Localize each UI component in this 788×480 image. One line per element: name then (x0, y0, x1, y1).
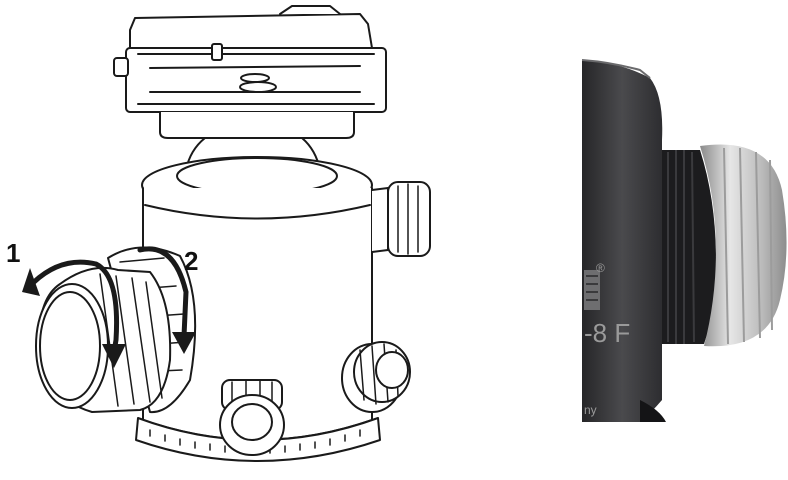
side-knob-lower (341, 341, 411, 413)
photo-mark-1: ® (596, 261, 605, 275)
curved-arrow-icon (31, 259, 120, 355)
product-photo: ® -8 F ny (582, 58, 788, 422)
front-knob (219, 379, 285, 456)
photo-mark-3: ny (584, 403, 597, 417)
curved-arrow-icon (137, 246, 189, 339)
main-lock-knob (35, 246, 197, 414)
step-1-label: 1 (6, 238, 20, 268)
rotation-arrow-1 (22, 259, 126, 368)
quick-release-plate (113, 5, 387, 139)
side-knob-upper (371, 181, 431, 257)
photo-mark-2: -8 F (584, 318, 630, 348)
line-drawing (35, 5, 431, 462)
rotation-arrow-2 (137, 246, 196, 354)
step-2-label: 2 (184, 246, 198, 276)
